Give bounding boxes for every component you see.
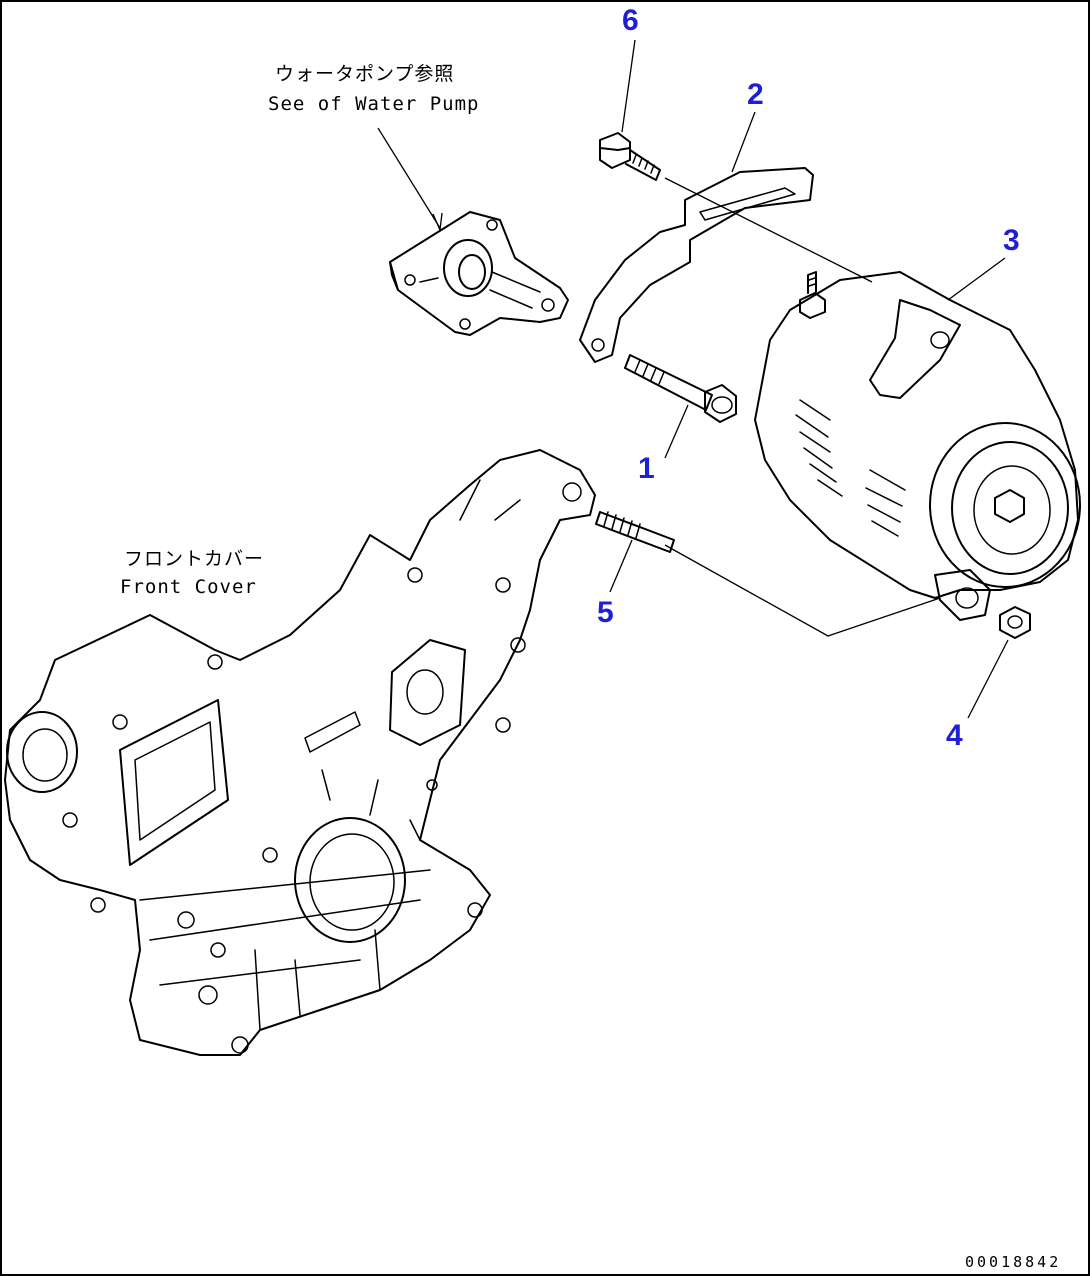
water-pump-caption-jp: ウォータポンプ参照 bbox=[275, 63, 454, 85]
part-3-alternator bbox=[754, 271, 1081, 621]
part-5-stud bbox=[595, 511, 675, 553]
front-cover-caption-jp: フロントカバー bbox=[124, 548, 264, 570]
part-1-bolt bbox=[624, 354, 737, 423]
callout-2: 2 bbox=[747, 78, 764, 111]
callout-6: 6 bbox=[622, 4, 639, 37]
drawing-code: 00018842 bbox=[965, 1253, 1061, 1271]
callout-1: 1 bbox=[638, 452, 655, 485]
water-pump-caption-en: See of Water Pump bbox=[268, 93, 479, 115]
part-6-bolt bbox=[599, 132, 661, 181]
part-2-bracket bbox=[579, 167, 814, 363]
callout-4: 4 bbox=[946, 719, 963, 752]
front-cover-part bbox=[4, 449, 596, 1056]
water-pump-reference-part bbox=[389, 211, 569, 336]
leader-lines bbox=[377, 39, 1009, 719]
front-cover-caption-en: Front Cover bbox=[120, 576, 257, 598]
callout-5: 5 bbox=[597, 596, 614, 629]
callout-3: 3 bbox=[1003, 224, 1020, 257]
part-4-nut bbox=[999, 606, 1031, 639]
